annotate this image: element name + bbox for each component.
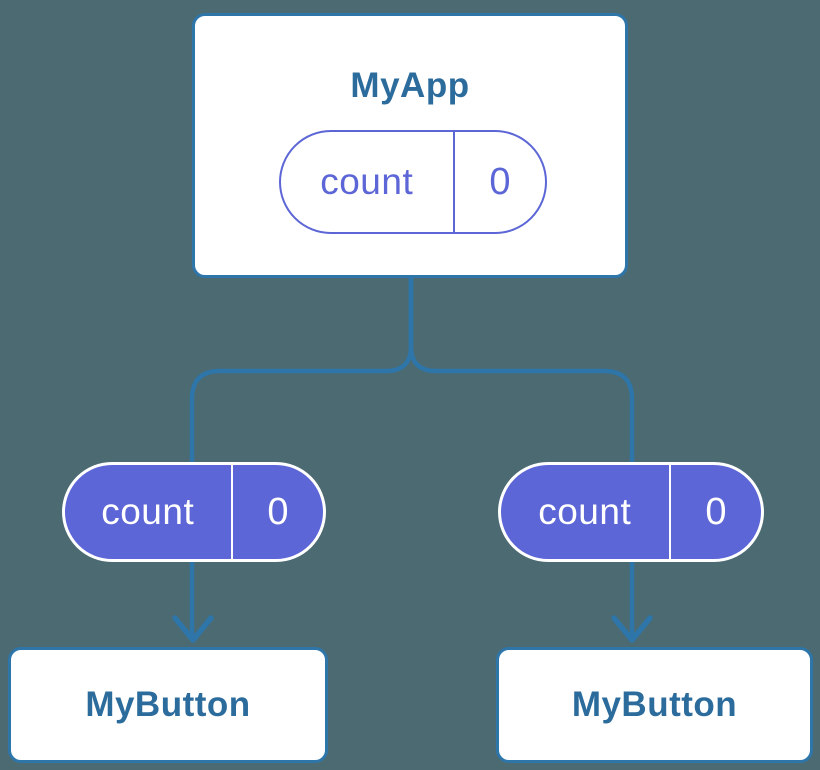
pill-divider: [452, 132, 455, 232]
node-myapp: MyApp count 0: [192, 13, 628, 278]
state-value-label: 0: [489, 160, 511, 203]
right-arrowhead: [611, 615, 653, 643]
connector-right-branch: [408, 278, 635, 636]
node-myapp-label: MyApp: [350, 66, 470, 105]
node-mybutton-right: MyButton: [496, 647, 813, 763]
left-arrowhead: [172, 615, 214, 643]
pill-divider: [668, 465, 671, 559]
state-value-label: 0: [705, 490, 727, 533]
pill-divider: [230, 465, 233, 559]
prop-pill-right: count 0: [498, 462, 764, 562]
prop-pill-left: count 0: [62, 462, 326, 562]
state-value-label: 0: [267, 490, 289, 533]
node-mybutton-left: MyButton: [8, 647, 328, 763]
node-mybutton-right-label: MyButton: [571, 685, 738, 724]
node-mybutton-left-label: MyButton: [85, 685, 251, 724]
state-pill-myapp: count 0: [279, 130, 547, 234]
state-name-label: count: [538, 491, 632, 532]
connector-left-branch: [189, 278, 414, 636]
state-name-label: count: [320, 161, 414, 202]
state-name-label: count: [101, 491, 195, 532]
